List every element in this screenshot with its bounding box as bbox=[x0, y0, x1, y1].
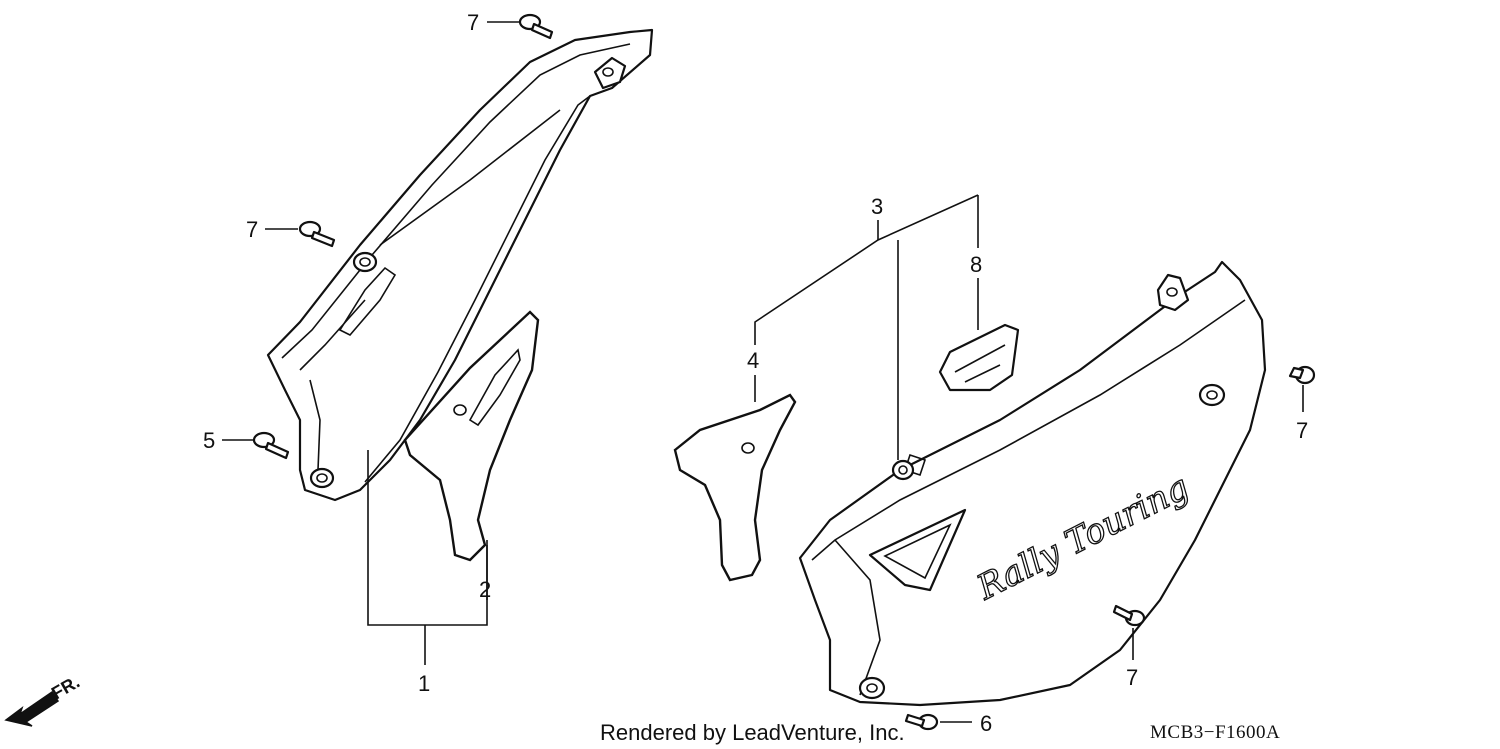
bolt-right-upper[interactable] bbox=[1288, 365, 1316, 385]
bolt-mid-left[interactable] bbox=[298, 220, 336, 248]
bolt-part-5[interactable] bbox=[252, 431, 290, 460]
front-direction-arrow: FR. bbox=[4, 672, 83, 727]
callout-6: 6 bbox=[980, 711, 992, 736]
render-credit: Rendered by LeadVenture, Inc. bbox=[600, 720, 905, 745]
callout-3: 3 bbox=[871, 194, 883, 219]
right-side-cover[interactable]: Rally Touring bbox=[798, 260, 1267, 707]
callout-7-mid-left: 7 bbox=[246, 217, 258, 242]
callout-4: 4 bbox=[747, 348, 759, 373]
left-side-cover[interactable] bbox=[266, 28, 654, 502]
diagram-code: MCB3−F1600A bbox=[1150, 722, 1280, 743]
right-cover-pad[interactable] bbox=[673, 393, 797, 582]
leader-lines bbox=[222, 21, 1304, 723]
callout-2: 2 bbox=[479, 577, 491, 602]
callout-7-right-lower: 7 bbox=[1126, 665, 1138, 690]
callout-1: 1 bbox=[418, 671, 430, 696]
bolt-top-left[interactable] bbox=[518, 13, 554, 40]
left-cover-pad[interactable] bbox=[403, 310, 540, 562]
callout-7-right-upper: 7 bbox=[1296, 418, 1308, 443]
callout-7-top-left: 7 bbox=[467, 10, 479, 35]
callout-5: 5 bbox=[203, 428, 215, 453]
grommet-part[interactable] bbox=[938, 323, 1020, 392]
bolt-part-6[interactable] bbox=[904, 713, 939, 731]
bolt-right-lower[interactable] bbox=[1112, 604, 1146, 627]
callout-8: 8 bbox=[970, 252, 982, 277]
